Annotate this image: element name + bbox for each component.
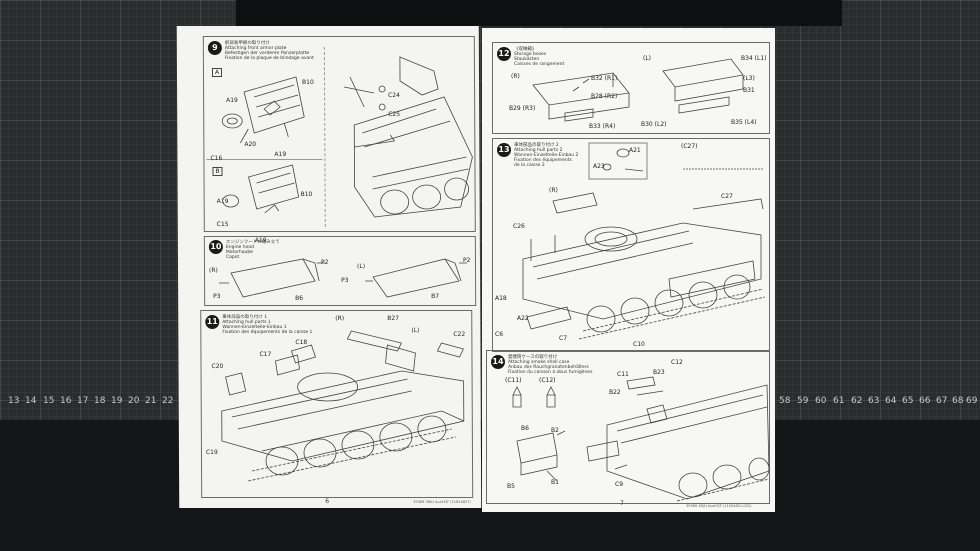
part-label: A18 [495, 295, 507, 302]
ruler-mark: 22 [162, 396, 174, 406]
part-label: (C11) [505, 377, 522, 384]
step-12-badge: 12 [497, 47, 511, 61]
step-14-title: 発煙筒ケースの取り付け Attaching smoke shell case A… [508, 355, 593, 375]
mat-ruler: 13 14 15 16 17 18 19 20 21 22 58 59 60 6… [0, 394, 980, 412]
part-label: B22 [609, 389, 621, 396]
step-14-panel: 14 発煙筒ケースの取り付け Attaching smoke shell cas… [486, 350, 770, 504]
part-label: C27 [721, 193, 733, 200]
ruler-mark: 60 [815, 396, 827, 406]
part-label: B30 (L2) [641, 121, 667, 128]
step-12-panel: 12 《収納箱》 Storage boxes Staukästen Caisse… [492, 42, 770, 134]
part-label: C26 [513, 223, 525, 230]
step-13-panel: 13 車体部品の取り付け 2 Attaching hull parts 2 Wa… [492, 138, 770, 352]
part-label: C12 [671, 359, 683, 366]
ruler-mark: 58 [779, 396, 791, 406]
step-10-drawing [219, 258, 467, 298]
footer-code: 35369 38(t) Ausf.E/F (11054821-002) [686, 504, 752, 508]
ruler-mark: 61 [833, 396, 845, 406]
ruler-mark: 18 [94, 396, 106, 406]
part-label: B6 [521, 425, 529, 432]
ruler-mark: 63 [868, 396, 880, 406]
ruler-mark: 67 [936, 396, 948, 406]
ruler-mark: 69 [966, 396, 978, 406]
step-9-panel: 9 前部装甲板の取り付け Attaching front armor plate… [202, 36, 476, 244]
part-label: B34 (L1) [741, 55, 767, 62]
ruler-mark: 20 [128, 396, 140, 406]
part-label: (C12) [539, 377, 556, 384]
page-number: 7 [620, 500, 624, 507]
dark-object-top [236, 0, 842, 26]
step-13-badge: 13 [497, 143, 511, 157]
part-label: B33 (R4) [589, 123, 616, 130]
ruler-mark: 17 [77, 396, 89, 406]
part-label: A22 [517, 315, 529, 322]
step-12-title: 《収納箱》 Storage boxes Staukästen Caisses d… [514, 47, 565, 67]
part-label: B5 [507, 483, 515, 490]
ruler-mark: 62 [851, 396, 863, 406]
ruler-mark: 16 [60, 396, 72, 406]
step-9-drawing [221, 56, 473, 218]
part-label: B1 [551, 479, 559, 486]
ruler-mark: 68 [952, 396, 964, 406]
part-label: C6 [495, 331, 504, 338]
footer-code: 35369 38(t) Ausf.E/F (11054827) [413, 500, 471, 504]
step-12-drawing [532, 58, 744, 122]
part-label: C10 [633, 341, 645, 348]
part-label: (L) [643, 55, 652, 62]
part-label: B31 [743, 87, 755, 94]
part-label: B23 [653, 369, 665, 376]
part-label: B2 [551, 427, 559, 434]
part-label: (R) [511, 73, 520, 80]
part-label: (R) [549, 187, 558, 194]
ruler-mark: 14 [25, 396, 37, 406]
step-14-drawing [512, 376, 770, 502]
ruler-mark: 64 [885, 396, 897, 406]
step-13-drawing [522, 142, 766, 340]
ruler-mark: 66 [919, 396, 931, 406]
ruler-mark: 59 [797, 396, 809, 406]
part-label: C11 [617, 371, 629, 378]
instruction-page-left: 9 前部装甲板の取り付け Attaching front armor plate… [176, 26, 482, 508]
page-number: 6 [325, 498, 330, 505]
part-label: B35 (L4) [731, 119, 757, 126]
ruler-mark: 21 [145, 396, 157, 406]
part-label: C7 [559, 335, 568, 342]
part-label: A21 [629, 147, 641, 154]
part-label: C9 [615, 481, 624, 488]
part-label: (C27) [681, 143, 698, 150]
part-label: B29 (R3) [509, 105, 536, 112]
ruler-mark: 65 [902, 396, 914, 406]
part-label: A23 [593, 163, 605, 170]
step-14-badge: 14 [491, 355, 505, 369]
step-11-drawing [221, 330, 465, 482]
part-label: B32 (R1) [591, 75, 618, 82]
step-10-panel: 10 エンジンフードの組み立て Engine hood Motorhaube C… [203, 236, 477, 306]
step-11-panel: 11 車体部品の取り付け 1 Attaching hull parts 1 Wa… [200, 310, 474, 498]
ruler-mark: 13 [8, 396, 20, 406]
ruler-mark: 15 [43, 396, 55, 406]
instruction-page-right: 12 《収納箱》 Storage boxes Staukästen Caisse… [482, 28, 775, 512]
ruler-mark: 19 [111, 396, 123, 406]
part-label: (L3) [743, 75, 755, 82]
step-13-title: 車体部品の取り付け 2 Attaching hull parts 2 Wanne… [514, 143, 579, 168]
